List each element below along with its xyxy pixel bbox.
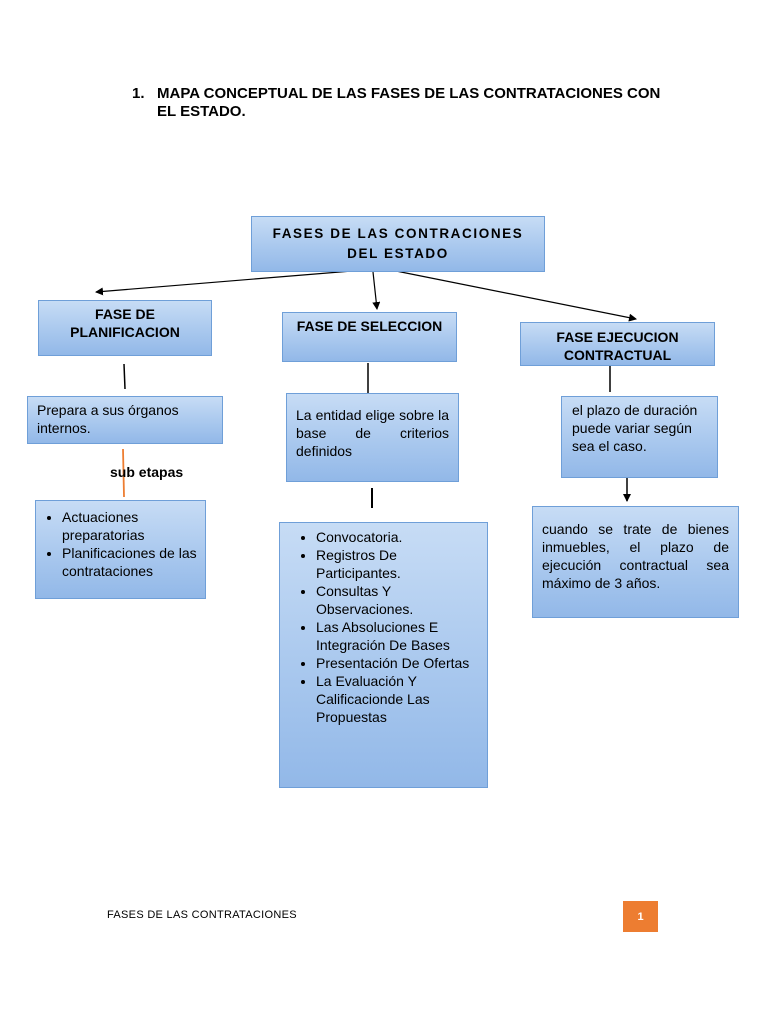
list-item: Actuaciones preparatorias xyxy=(62,508,197,544)
root-concept-label: FASES DE LAS CONTRACIONES DEL ESTADO xyxy=(272,226,524,261)
line-planificacion-sub xyxy=(122,448,125,498)
ejecucion-detail-box: cuando se trate de bienes inmuebles, el … xyxy=(532,506,739,618)
phase-seleccion-label: FASE DE SELECCION xyxy=(296,318,443,334)
footer-title: FASES DE LAS CONTRATACIONES xyxy=(107,909,297,921)
phase-planificacion-label: FASE DE PLANIFICACION xyxy=(70,306,180,340)
list-item: Las Absoluciones E Integración De Bases xyxy=(316,618,479,654)
page-number-badge: 1 xyxy=(623,901,658,932)
list-item: Registros De Participantes. xyxy=(316,546,479,582)
arrow-root-to-seleccion xyxy=(372,271,381,310)
root-concept-box: FASES DE LAS CONTRACIONES DEL ESTADO xyxy=(251,216,545,272)
list-item: La Evaluación Y Calificacionde Las Propu… xyxy=(316,672,479,726)
ejecucion-detail: cuando se trate de bienes inmuebles, el … xyxy=(542,521,729,591)
seleccion-description: La entidad elige sobre la base de criter… xyxy=(296,407,449,459)
arrow-root-to-planificacion xyxy=(95,270,353,296)
list-item: Planificaciones de las contrataciones xyxy=(62,544,197,580)
phase-seleccion-box: FASE DE SELECCION xyxy=(282,312,457,362)
phase-ejecucion-box: FASE EJECUCION CONTRACTUAL xyxy=(520,322,715,366)
seleccion-items-list: Convocatoria. Registros De Participantes… xyxy=(280,523,487,726)
list-item: Convocatoria. xyxy=(316,528,479,546)
planificacion-description-box: Prepara a sus órganos internos. xyxy=(27,396,223,444)
planificacion-items-list: Actuaciones preparatorias Planificacione… xyxy=(36,501,205,580)
seleccion-description-box: La entidad elige sobre la base de criter… xyxy=(286,393,459,482)
planificacion-items-box: Actuaciones preparatorias Planificacione… xyxy=(35,500,206,599)
page-number: 1 xyxy=(637,910,644,923)
line-planificacion-desc xyxy=(123,363,126,390)
ejecucion-description-box: el plazo de duración puede variar según … xyxy=(561,396,718,478)
planificacion-description: Prepara a sus órganos internos. xyxy=(37,402,179,436)
seleccion-items-box: Convocatoria. Registros De Participantes… xyxy=(279,522,488,788)
list-item: Consultas Y Observaciones. xyxy=(316,582,479,618)
heading-text: MAPA CONCEPTUAL DE LAS FASES DE LAS CONT… xyxy=(157,85,661,120)
phase-ejecucion-label: FASE EJECUCION CONTRACTUAL xyxy=(556,329,679,363)
phase-planificacion-box: FASE DE PLANIFICACION xyxy=(38,300,212,356)
heading-number: 1. xyxy=(132,85,145,102)
sub-etapas-label: sub etapas xyxy=(110,464,184,480)
arrow-root-to-ejecucion xyxy=(395,270,637,322)
ejecucion-description: el plazo de duración puede variar según … xyxy=(572,402,698,454)
list-item: Presentación De Ofertas xyxy=(316,654,479,672)
